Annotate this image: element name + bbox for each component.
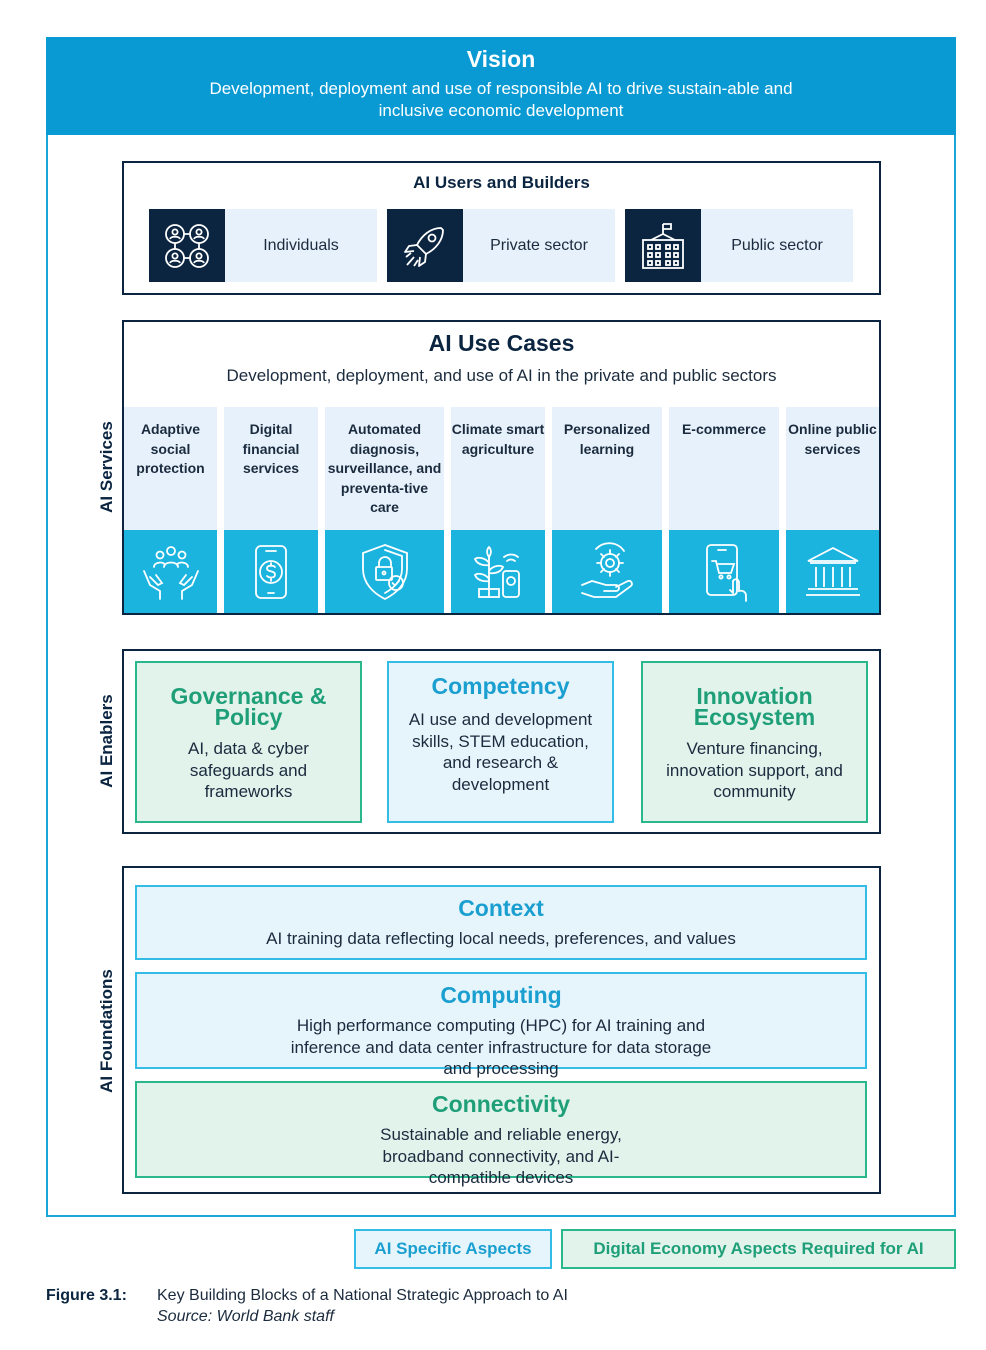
ai-enablers-label: AI Enablers bbox=[97, 694, 116, 788]
use-case-label: Digital financial services bbox=[224, 407, 318, 530]
user-label: Individuals bbox=[263, 236, 339, 254]
hands-people-icon bbox=[124, 530, 217, 613]
ai-foundations-label: AI Foundations bbox=[97, 969, 116, 1093]
enabler-title: Innovation Ecosystem bbox=[693, 683, 816, 730]
use-case-label: E-commerce bbox=[669, 407, 779, 530]
user-label: Public sector bbox=[731, 236, 823, 254]
enabler-competency: Competency AI use and development skills… bbox=[387, 661, 614, 823]
ai-services-label: AI Services bbox=[97, 421, 116, 513]
shield-lock-icon bbox=[325, 530, 444, 613]
use-cases-title: AI Use Cases bbox=[428, 330, 575, 356]
use-case-personalized-learning: Personalized learning bbox=[552, 407, 662, 613]
user-item-individuals: Individuals bbox=[149, 209, 377, 282]
foundation-title: Computing bbox=[440, 982, 562, 1008]
foundation-desc: AI training data reflecting local needs,… bbox=[266, 929, 736, 948]
enabler-desc: AI use and development skills, STEM educ… bbox=[408, 710, 593, 794]
use-case-digital-financial-services: Digital financial services bbox=[224, 407, 318, 613]
foundation-title: Connectivity bbox=[431, 1091, 571, 1117]
use-case-label: Automated diagnosis, surveillance, and p… bbox=[325, 407, 444, 530]
legend-digital-economy: Digital Economy Aspects Required for AI bbox=[561, 1229, 956, 1269]
mobile-money-icon bbox=[224, 530, 318, 613]
foundation-computing: Computing High performance computing (HP… bbox=[135, 972, 867, 1078]
use-case-automated-diagnosis: Automated diagnosis, surveillance, and p… bbox=[325, 407, 444, 613]
enabler-title: Governance & Policy bbox=[170, 683, 327, 730]
enabler-desc: Venture financing, innovation support, a… bbox=[666, 739, 843, 801]
enabler-innovation-ecosystem: Innovation Ecosystem Venture financing, … bbox=[641, 661, 868, 823]
bank-building-icon bbox=[786, 530, 879, 613]
figure-number: Figure 3.1: bbox=[46, 1287, 127, 1304]
use-case-label: Adaptive social protection bbox=[124, 407, 217, 530]
hand-gear-icon bbox=[552, 530, 662, 613]
user-item-private-sector: Private sector bbox=[387, 209, 615, 282]
vision-subtitle: Development, deployment and use of respo… bbox=[209, 79, 793, 120]
use-case-adaptive-social-protection: Adaptive social protection bbox=[124, 407, 217, 613]
use-cases-subtitle: Development, deployment, and use of AI i… bbox=[226, 366, 777, 385]
use-case-climate-smart-agriculture: Climate smart agriculture bbox=[451, 407, 545, 613]
vision-banner: Vision Development, deployment and use o… bbox=[46, 37, 956, 135]
enabler-desc: AI, data & cyber safeguards and framewor… bbox=[188, 739, 309, 801]
legend-ai-specific: AI Specific Aspects bbox=[354, 1229, 552, 1269]
government-building-icon bbox=[625, 209, 701, 282]
rocket-icon bbox=[387, 209, 463, 282]
figure-source: Source: World Bank staff bbox=[157, 1308, 334, 1325]
use-case-e-commerce: E-commerce bbox=[669, 407, 779, 613]
foundation-connectivity: Connectivity Sustainable and reliable en… bbox=[135, 1081, 867, 1187]
vision-title: Vision bbox=[466, 46, 536, 72]
figure-caption: Key Building Blocks of a National Strate… bbox=[157, 1287, 568, 1304]
user-label: Private sector bbox=[490, 236, 588, 254]
plant-sensor-icon bbox=[451, 530, 545, 613]
enabler-title: Competency bbox=[431, 673, 570, 699]
use-case-label: Climate smart agriculture bbox=[451, 407, 545, 530]
foundation-desc: Sustainable and reliable energy, broadba… bbox=[380, 1125, 622, 1187]
phone-cart-icon bbox=[669, 530, 779, 613]
foundation-desc: High performance computing (HPC) for AI … bbox=[290, 1016, 712, 1078]
user-item-public-sector: Public sector bbox=[625, 209, 853, 282]
people-network-icon bbox=[149, 209, 225, 282]
foundation-title: Context bbox=[458, 895, 544, 921]
use-case-label: Online public services bbox=[786, 407, 879, 530]
use-case-online-public-services: Online public services bbox=[786, 407, 879, 613]
use-case-label: Personalized learning bbox=[552, 407, 662, 530]
enabler-governance-policy: Governance & Policy AI, data & cyber saf… bbox=[135, 661, 362, 823]
foundation-context: Context AI training data reflecting loca… bbox=[135, 885, 867, 960]
users-title: AI Users and Builders bbox=[413, 173, 590, 192]
